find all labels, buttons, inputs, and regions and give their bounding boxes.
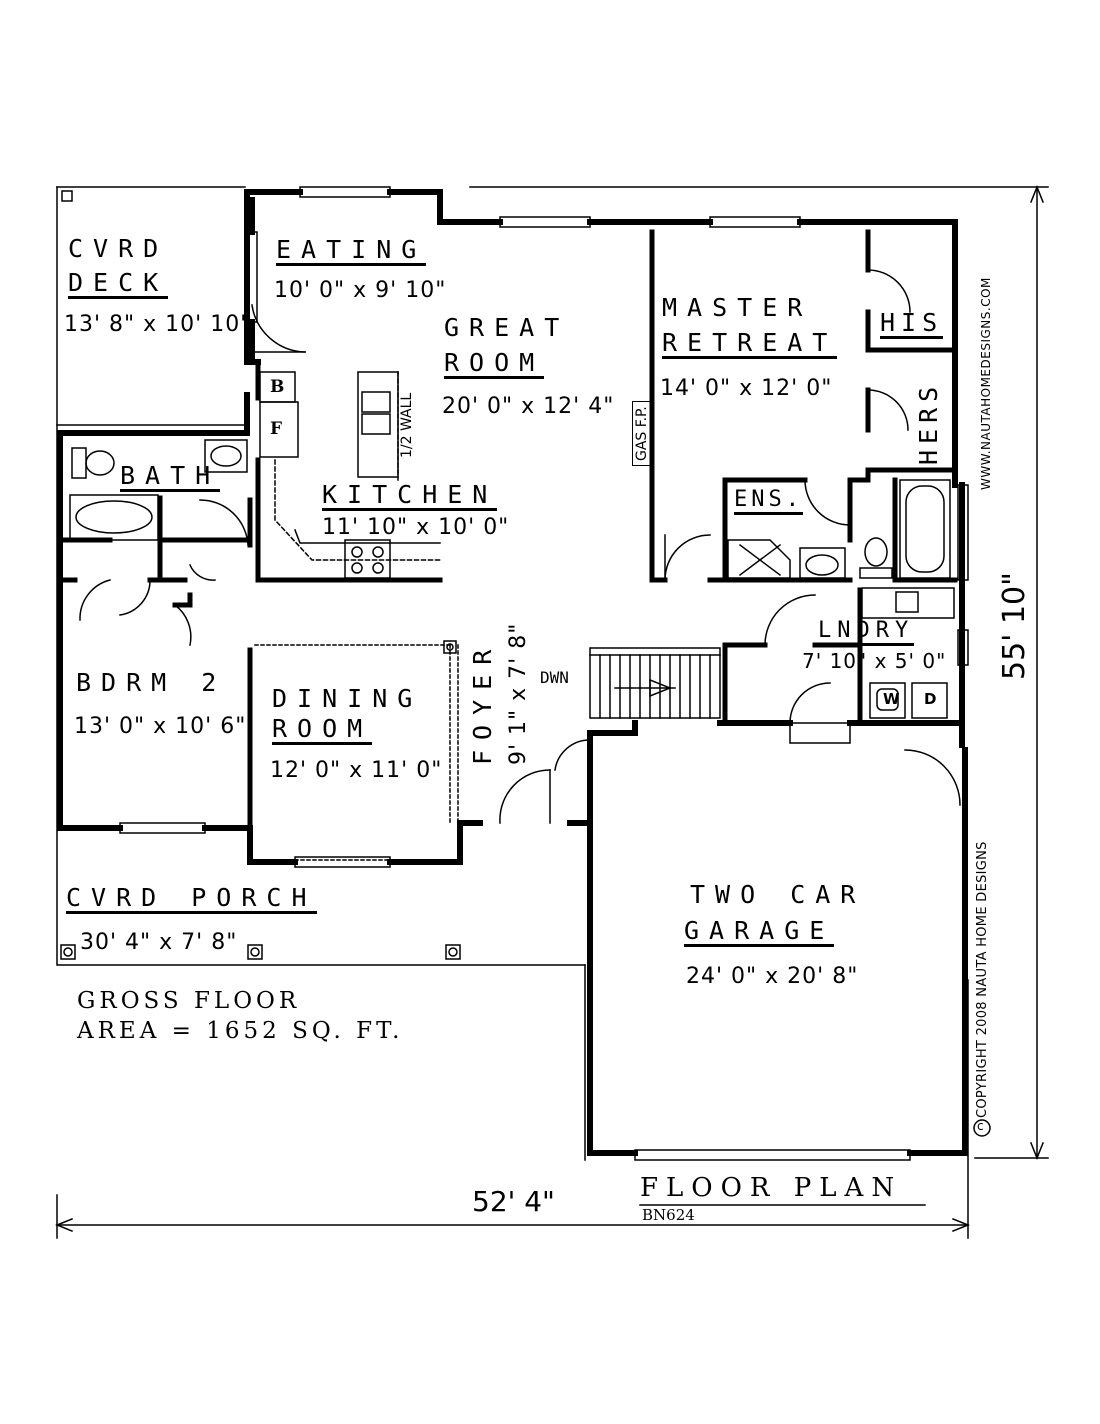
exterior-walls xyxy=(57,189,968,1156)
fridge-label: F xyxy=(270,419,283,439)
bath-fixtures xyxy=(69,439,951,579)
deck-outline xyxy=(56,186,586,966)
foyer-dims: 9' 1" x 7' 8" xyxy=(506,622,531,765)
ensuite-title: ENS. xyxy=(734,489,803,515)
dining-title-2: ROOM xyxy=(272,714,373,745)
kitchen-title: KITCHEN xyxy=(322,480,498,511)
cvrd-deck-dims: 13' 8" x 10' 10" xyxy=(64,312,252,337)
dimension-lines xyxy=(54,184,1049,1239)
eating-dims: 10' 0" x 9' 10" xyxy=(274,278,447,303)
laundry-title: LNDRY xyxy=(818,620,915,646)
master-dims: 14' 0" x 12' 0" xyxy=(660,376,833,401)
kitchen-cabinets xyxy=(259,371,441,579)
cvrd-porch-dims: 30' 4" x 7' 8" xyxy=(80,930,238,955)
his-closet-title: HIS xyxy=(880,308,944,339)
bedroom2-dims: 13' 0" x 10' 6" xyxy=(74,714,247,739)
dryer-label: D xyxy=(924,690,937,708)
great-room-title-2: ROOM xyxy=(444,348,545,379)
dashed-openings xyxy=(254,644,459,861)
laundry-dims: 7' 10" x 5' 0" xyxy=(802,649,947,673)
kitchen-dims: 11' 10" x 10' 0" xyxy=(322,515,510,540)
copyright-symbol-icon: c xyxy=(977,1119,984,1133)
website-text: WWW.NAUTAHOMEDESIGNS.COM xyxy=(979,277,993,490)
dining-dims: 12' 0" x 11' 0" xyxy=(270,758,443,783)
plan-title: FLOOR PLAN xyxy=(640,1173,903,1203)
overall-depth-label: 55' 10" xyxy=(997,572,1032,680)
bath-title: BATH xyxy=(120,461,221,492)
copyright-text: COPYRIGHT 2008 NAUTA HOME DESIGNS xyxy=(975,841,990,1118)
columns xyxy=(60,640,461,960)
cvrd-deck-title-2: DECK xyxy=(68,268,169,299)
eating-title: EATING xyxy=(276,235,427,266)
interior-walls xyxy=(59,229,958,831)
master-title-2: RETREAT xyxy=(662,328,838,359)
stairs-down-label: DWN xyxy=(540,668,569,687)
hers-closet-title: HERS xyxy=(914,380,943,465)
laundry-fixtures xyxy=(861,587,955,719)
great-room-dims: 20' 0" x 12' 4" xyxy=(442,394,615,419)
master-title: MASTER xyxy=(662,293,813,322)
plan-code: BN624 xyxy=(642,1206,695,1224)
cvrd-deck-title: CVRD xyxy=(68,234,169,263)
half-wall-label: 1/2 WALL xyxy=(399,392,415,458)
door-swings xyxy=(79,269,961,824)
windows xyxy=(119,186,969,1161)
gross-floor-line2: AREA = 1652 SQ. FT. xyxy=(77,1018,404,1044)
stairs xyxy=(589,647,721,719)
bedroom2-title: BDRM 2 xyxy=(76,668,227,697)
overall-width-label: 52' 4" xyxy=(472,1185,555,1218)
gas-fireplace-label: GAS F.P. xyxy=(632,401,652,466)
broom-closet-label: B xyxy=(270,377,285,397)
garage-dims: 24' 0" x 20' 8" xyxy=(686,964,859,989)
garage-title-2: GARAGE xyxy=(684,916,835,947)
cvrd-porch-title: CVRD PORCH xyxy=(66,883,317,914)
great-room-title: GREAT xyxy=(444,313,570,342)
gross-floor-line1: GROSS FLOOR xyxy=(77,988,301,1014)
garage-title: TWO CAR xyxy=(690,880,866,909)
washer-label: W xyxy=(883,690,900,708)
foyer-title: FOYER xyxy=(468,639,497,765)
dining-title: DINING xyxy=(272,684,423,713)
